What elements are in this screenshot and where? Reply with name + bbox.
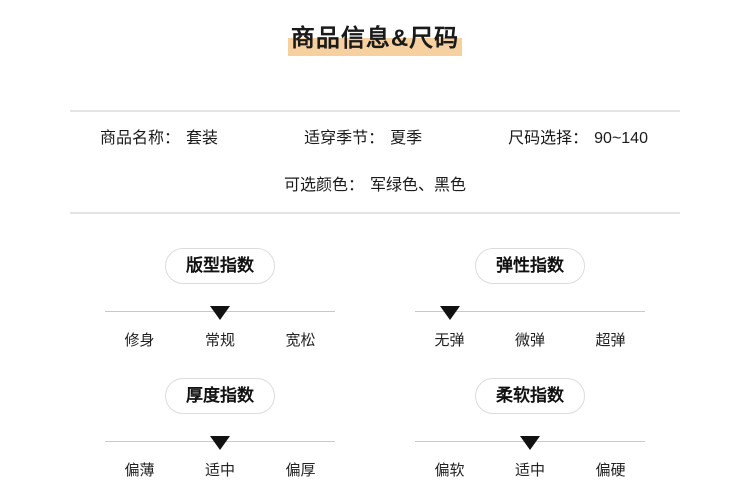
size-item: 尺码选择： 90~140 <box>508 127 648 150</box>
softness-index-scale <box>415 430 645 456</box>
softness-index-badge: 柔软指数 <box>475 378 585 414</box>
info-row-primary: 商品名称： 套装 适穿季节： 夏季 尺码选择： 90~140 <box>0 127 750 150</box>
softness-index-labels: 偏软 适中 偏硬 <box>415 463 645 479</box>
triangle-down-icon <box>439 306 460 320</box>
triangle-down-icon <box>210 436 230 450</box>
scale-label: 修身 <box>124 332 155 349</box>
color-label: 可选颜色： <box>283 177 364 194</box>
color-value: 军绿色、黑色 <box>370 177 467 194</box>
index-grid: 版型指数 修身 常规 宽松 弹性指数 无弹 微弹 超弹 <box>0 214 750 479</box>
scale-label: 偏硬 <box>595 462 626 479</box>
page-title: 商品信息&尺码 <box>287 27 463 56</box>
product-name-label: 商品名称： <box>100 130 181 147</box>
fit-index-labels: 修身 常规 宽松 <box>105 333 335 349</box>
elasticity-index-badge: 弹性指数 <box>475 248 585 284</box>
scale-label: 宽松 <box>285 332 316 349</box>
product-name-value: 套装 <box>186 130 219 147</box>
scale-label: 微弹 <box>514 332 546 349</box>
scale-label: 偏厚 <box>285 462 316 479</box>
fit-index-cell: 版型指数 修身 常规 宽松 <box>105 248 335 349</box>
scale-label: 无弹 <box>434 332 465 349</box>
info-row-secondary: 可选颜色： 军绿色、黑色 <box>0 174 750 197</box>
scale-label: 偏软 <box>434 462 465 479</box>
elasticity-index-labels: 无弹 微弹 超弹 <box>415 333 645 349</box>
season-value: 夏季 <box>390 130 423 147</box>
size-label: 尺码选择： <box>508 130 589 147</box>
top-divider <box>70 110 680 112</box>
fit-index-badge: 版型指数 <box>165 248 275 284</box>
season-item: 适穿季节： 夏季 <box>304 127 422 150</box>
title-section: 商品信息&尺码 <box>0 0 750 56</box>
color-item: 可选颜色： 军绿色、黑色 <box>284 177 466 194</box>
scale-label: 偏薄 <box>124 462 155 479</box>
thickness-index-scale <box>105 430 335 456</box>
scale-label: 适中 <box>514 462 546 479</box>
elasticity-index-scale <box>415 300 645 326</box>
thickness-index-cell: 厚度指数 偏薄 适中 偏厚 <box>105 378 335 479</box>
season-label: 适穿季节： <box>304 130 385 147</box>
thickness-index-labels: 偏薄 适中 偏厚 <box>105 463 335 479</box>
thickness-index-badge: 厚度指数 <box>165 378 275 414</box>
softness-index-cell: 柔软指数 偏软 适中 偏硬 <box>415 378 645 479</box>
mid-divider <box>70 212 680 214</box>
triangle-down-icon <box>210 306 230 320</box>
triangle-down-icon <box>520 436 540 450</box>
size-value: 90~140 <box>594 130 648 147</box>
scale-label: 超弹 <box>595 332 626 349</box>
scale-label: 适中 <box>204 462 236 479</box>
scale-label: 常规 <box>204 332 236 349</box>
fit-index-scale <box>105 300 335 326</box>
product-name-item: 商品名称： 套装 <box>100 127 218 150</box>
scale-line <box>415 311 645 312</box>
elasticity-index-cell: 弹性指数 无弹 微弹 超弹 <box>415 248 645 349</box>
